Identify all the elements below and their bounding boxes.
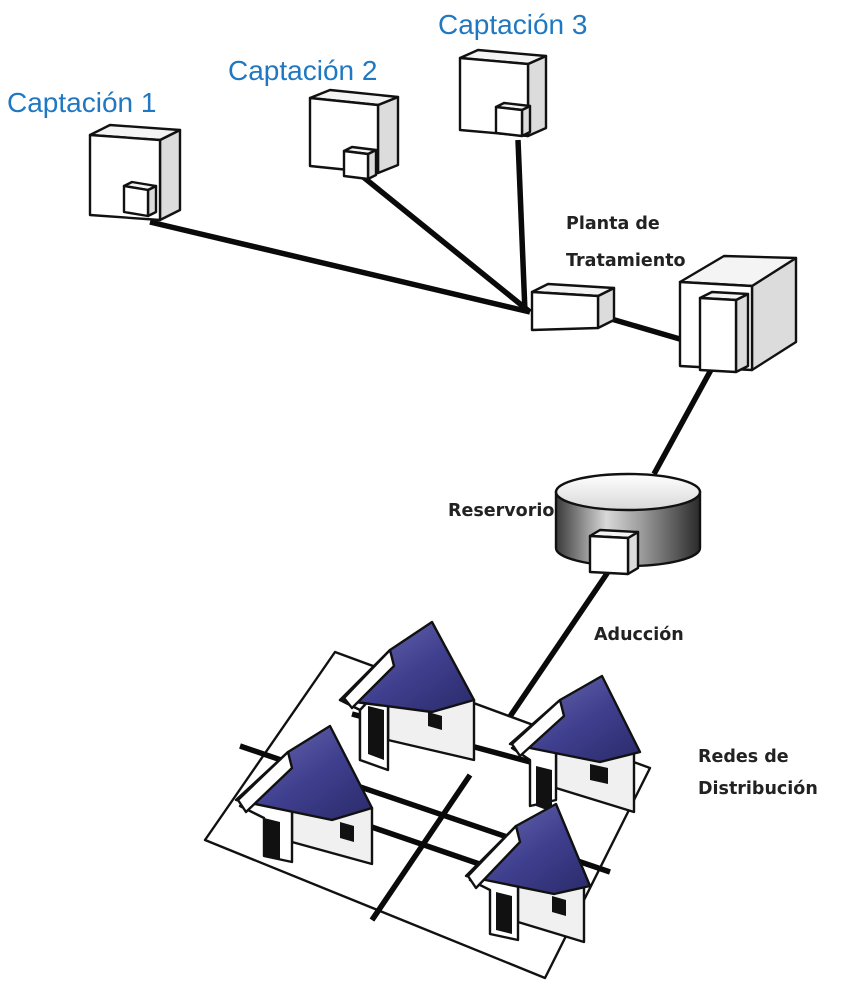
pipe-planta-to-reservorio (651, 366, 715, 476)
pipe-captacion-1 (149, 219, 531, 315)
house-left (234, 724, 374, 866)
captacion-2-structure (308, 88, 400, 181)
planta-label-line2: Tratamiento (566, 251, 686, 271)
captacion-1-label: Captación 1 (7, 87, 156, 118)
reservorio-tank (554, 472, 702, 576)
captacion-2-label: Captación 2 (228, 55, 377, 86)
house-right (508, 674, 642, 814)
pipe-to-planta (607, 315, 691, 345)
planta-label-line1: Planta de (566, 214, 660, 234)
pipe-captacion-3 (515, 139, 528, 313)
captacion-3-label: Captación 3 (438, 9, 587, 40)
aduccion-label: Aducción (594, 625, 684, 645)
captacion-3-structure (458, 48, 548, 138)
aduccion-inside-grid (369, 773, 473, 922)
junction-box (530, 282, 616, 332)
house-bottom (464, 802, 592, 944)
planta-tratamiento-structure (678, 254, 798, 374)
house-top (338, 620, 476, 772)
redes-label-line1: Redes de (698, 747, 789, 767)
redes-label-line2: Distribución (698, 779, 818, 799)
pipe-captacion-2 (360, 173, 532, 315)
reservorio-label: Reservorio (448, 501, 554, 521)
captacion-1-structure (88, 123, 182, 222)
